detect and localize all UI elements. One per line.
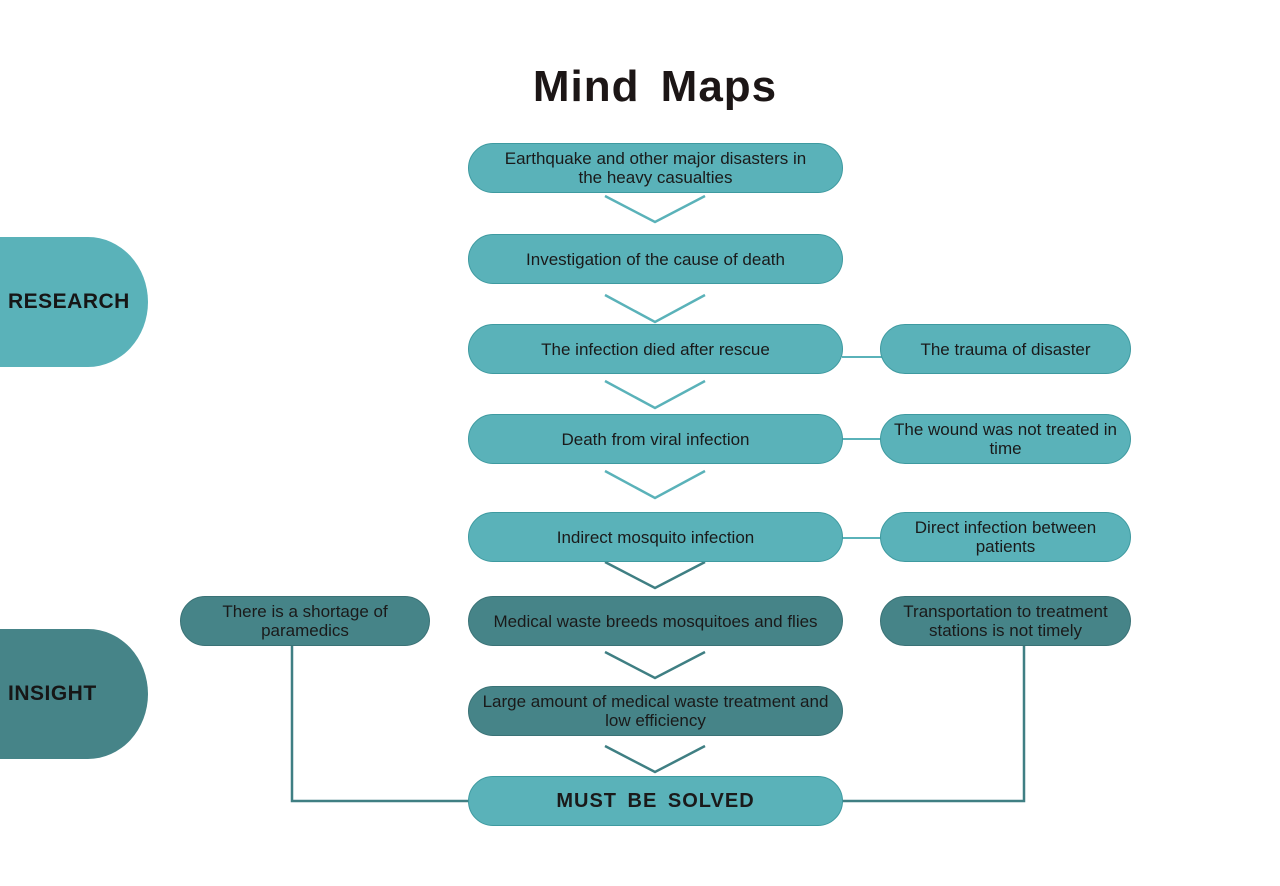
chevron-arrow: [604, 293, 706, 324]
side-node-paramedics-text: There is a shortage of paramedics: [222, 602, 388, 640]
node-infection-died: The infection died after rescue: [468, 324, 843, 374]
node-infection-died-text: The infection died after rescue: [541, 339, 770, 359]
side-node-wound-text: The wound was not treated in time: [893, 420, 1118, 458]
side-node-trauma: The trauma of disaster: [880, 324, 1131, 374]
node-waste-treatment-text: Large amount of medical waste treatment …: [482, 692, 829, 730]
side-node-paramedics: There is a shortage of paramedics: [180, 596, 430, 646]
node-medical-waste-text: Medical waste breeds mosquitoes and flie…: [493, 611, 818, 631]
chevron-arrow: [604, 194, 706, 224]
side-node-wound: The wound was not treated in time: [880, 414, 1131, 464]
node-investigation: Investigation of the cause of death: [468, 234, 843, 284]
node-medical-waste: Medical waste breeds mosquitoes and flie…: [468, 596, 843, 646]
research-label: RESEARCH: [8, 290, 130, 313]
page-title: Mind Maps: [532, 62, 778, 111]
node-mosquito-infection: Indirect mosquito infection: [468, 512, 843, 562]
node-must-be-solved-text: MUST BE SOLVED: [556, 789, 755, 812]
connector-transport: [842, 645, 1026, 803]
insight-label: INSIGHT: [8, 682, 97, 705]
chevron-arrow: [604, 379, 706, 410]
side-node-direct-text: Direct infection between patients: [914, 518, 1097, 556]
node-disasters-text: Earthquake and other major disasters in …: [504, 149, 807, 187]
side-node-transport-text: Transportation to treatment stations is …: [903, 602, 1108, 640]
side-node-direct-infection: Direct infection between patients: [880, 512, 1131, 562]
node-disasters: Earthquake and other major disasters in …: [468, 143, 843, 193]
insight-section-tab: INSIGHT: [0, 629, 148, 759]
side-node-trauma-text: The trauma of disaster: [920, 339, 1091, 359]
chevron-arrow: [604, 744, 706, 774]
node-must-be-solved: MUST BE SOLVED: [468, 776, 843, 826]
connector-paramedics: [290, 645, 469, 803]
research-section-tab: RESEARCH: [0, 237, 148, 367]
chevron-arrow: [604, 469, 706, 500]
node-investigation-text: Investigation of the cause of death: [526, 249, 785, 269]
chevron-arrow: [604, 650, 706, 680]
chevron-arrow: [604, 560, 706, 590]
node-waste-treatment: Large amount of medical waste treatment …: [468, 686, 843, 736]
node-viral-infection: Death from viral infection: [468, 414, 843, 464]
side-node-transport: Transportation to treatment stations is …: [880, 596, 1131, 646]
node-mosquito-infection-text: Indirect mosquito infection: [556, 527, 755, 547]
node-viral-infection-text: Death from viral infection: [561, 429, 750, 449]
